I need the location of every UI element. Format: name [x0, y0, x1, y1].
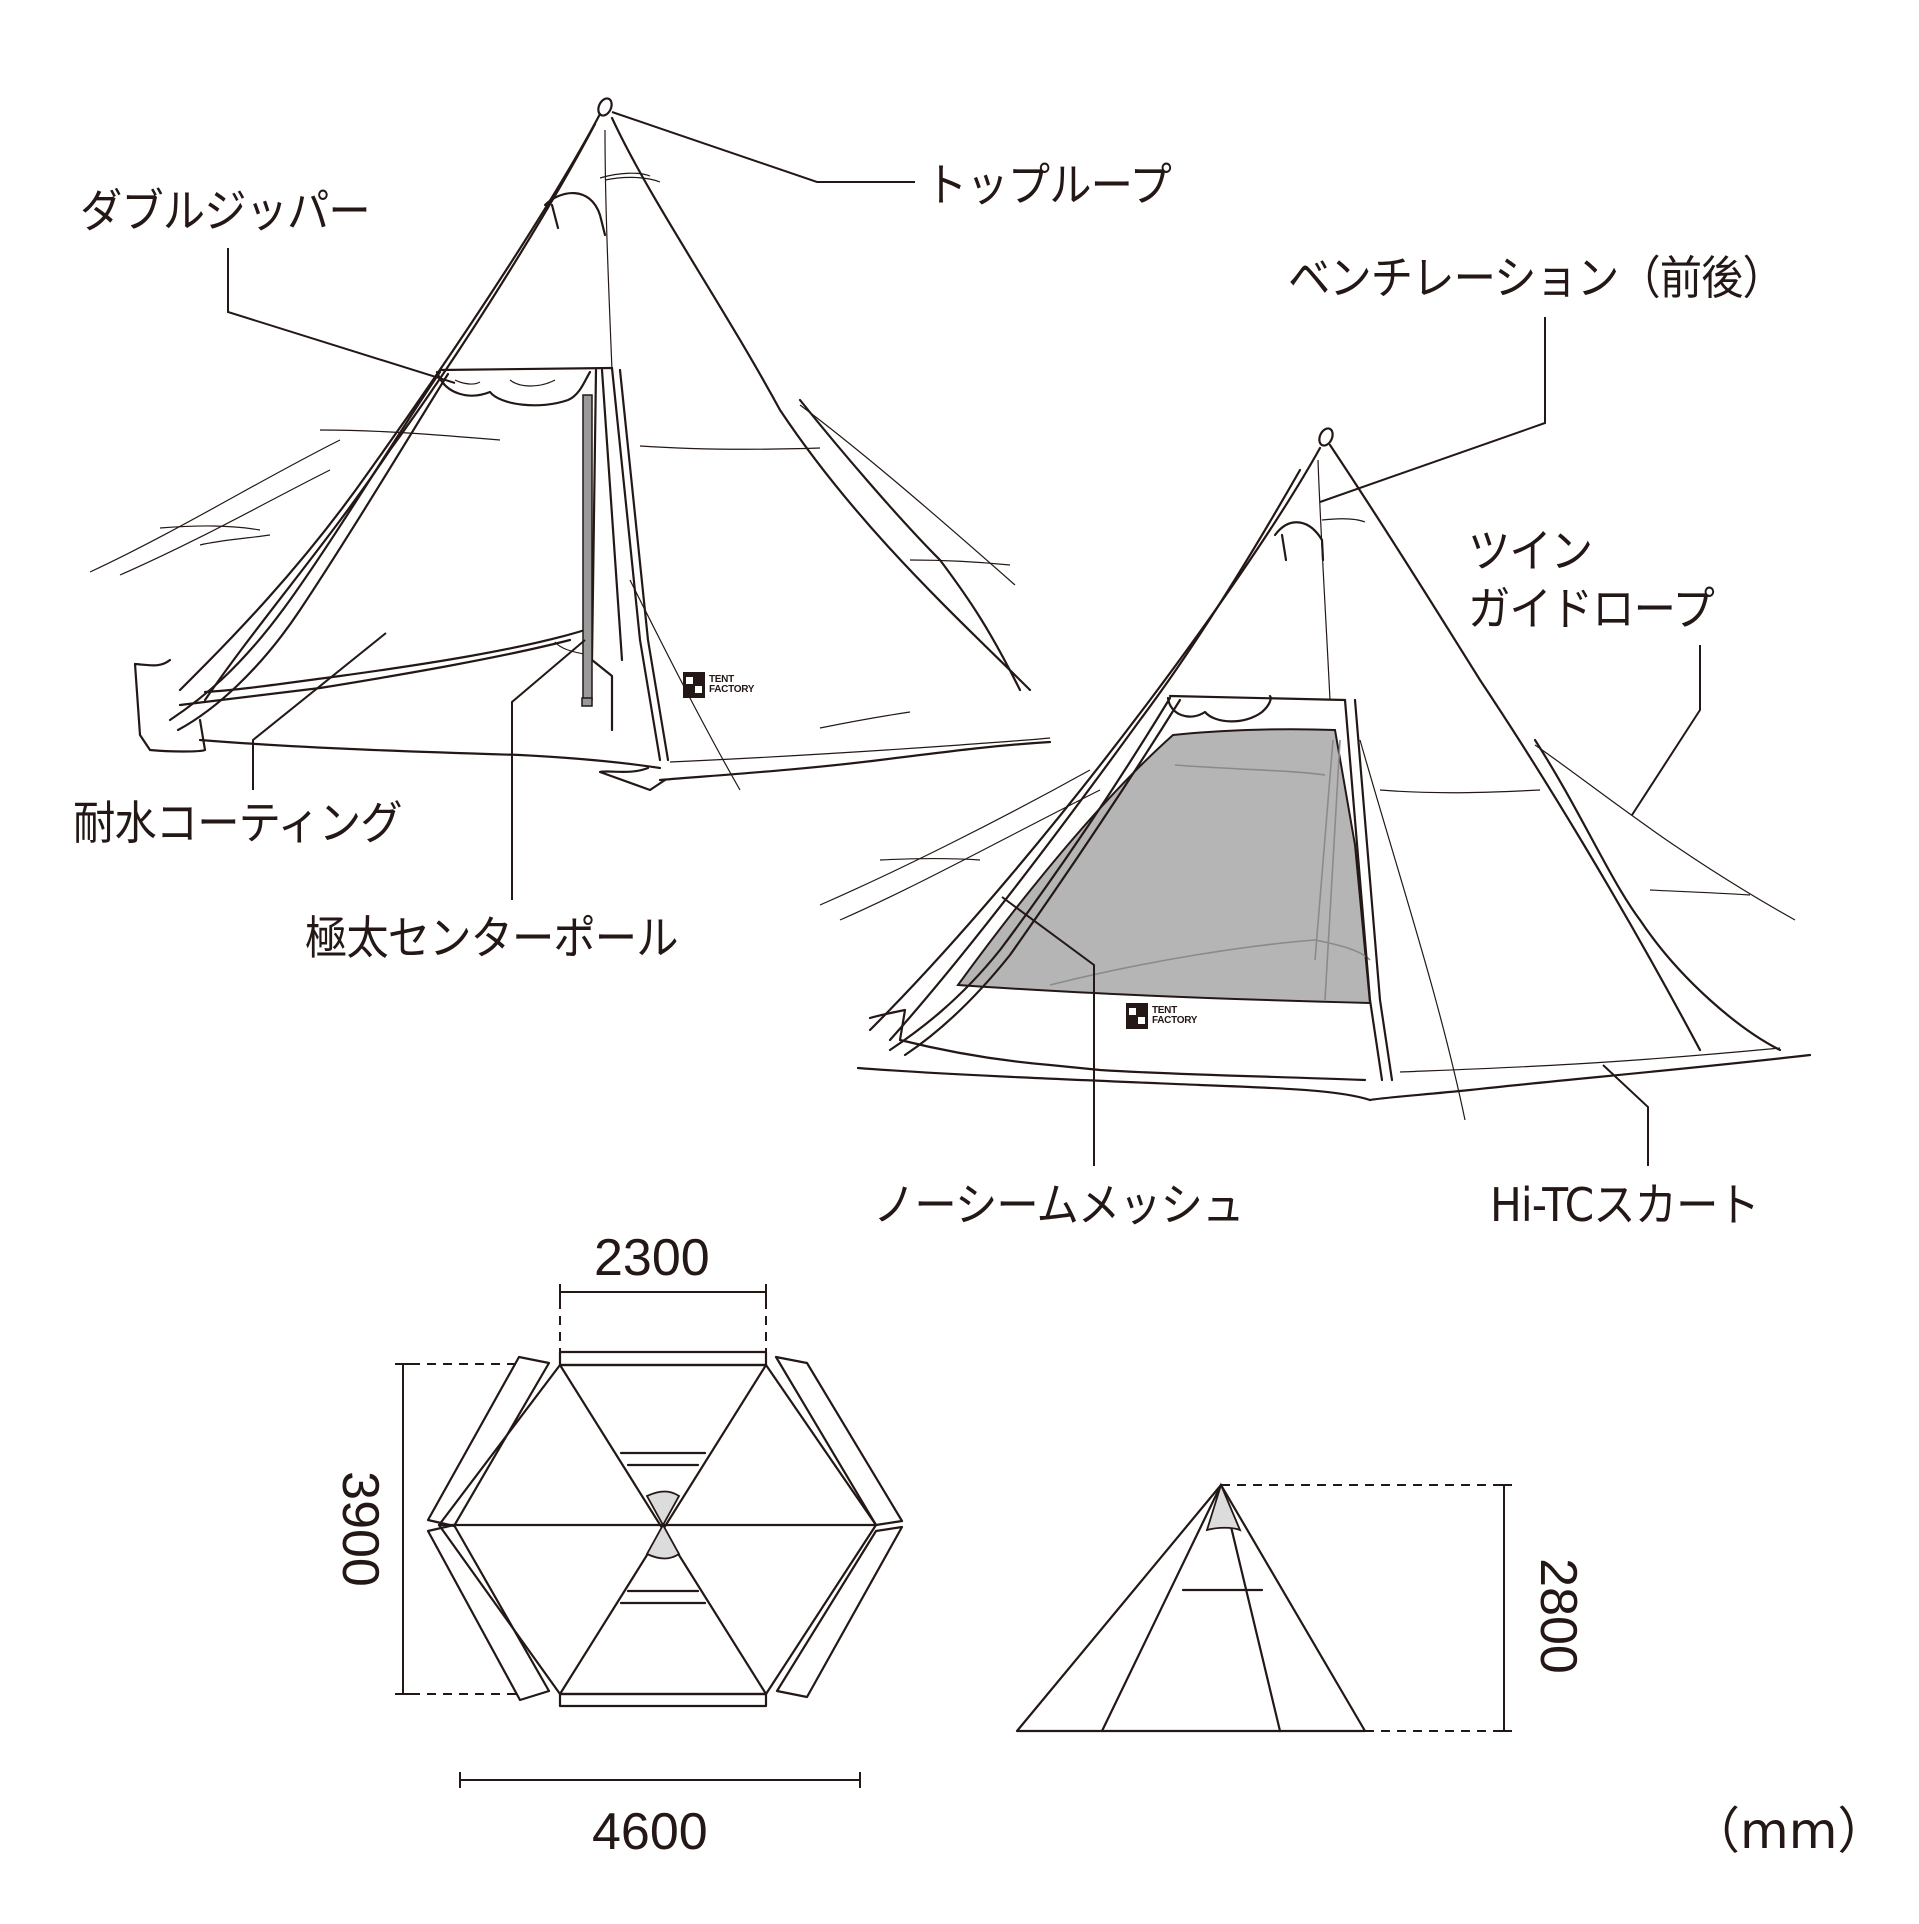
tent-illustration-mesh-door	[819, 427, 1812, 1121]
brand-logo-line2: FACTORY	[709, 684, 755, 695]
dimension-depth: 3900	[330, 1471, 389, 1587]
dimension-height: 2800	[1528, 1558, 1587, 1674]
callout-hi-tc-skirt: Hi-TCスカート	[1490, 1178, 1760, 1232]
tent-illustration-open-door	[89, 97, 1052, 792]
callout-double-zipper: ダブルジッパー	[80, 184, 371, 238]
brand-mark-icon	[683, 672, 705, 698]
brand-logo-line1: TENT	[1152, 1005, 1177, 1016]
side-elevation	[1015, 1482, 1512, 1733]
brand-mark-icon	[1126, 1003, 1148, 1029]
callout-twin-guy-rope-line2: ガイドロープ	[1468, 582, 1715, 636]
callout-top-loop: トップループ	[925, 158, 1172, 212]
callout-ventilation: ベンチレーション（前後）	[1288, 251, 1785, 305]
brand-logo-line1: TENT	[709, 674, 734, 685]
callout-twin-guy-rope-line1: ツイン	[1468, 524, 1593, 578]
dimension-width: 4600	[592, 1803, 708, 1861]
brand-logo-tent-1: TENT FACTORY	[683, 672, 754, 698]
brand-logo-tent-2: TENT FACTORY	[1126, 1003, 1197, 1029]
callout-thick-center-pole: 極太センターポール	[305, 911, 679, 965]
floor-plan-hexagon	[395, 1284, 904, 1788]
dimension-unit: （mm）	[1690, 1802, 1888, 1860]
callout-water-resistant-coating: 耐水コーティング	[73, 796, 403, 850]
brand-logo-line2: FACTORY	[1152, 1015, 1198, 1026]
callout-no-seam-mesh: ノーシームメッシュ	[873, 1178, 1244, 1232]
callout-leader-lines	[227, 111, 1701, 1166]
dimension-top-width: 2300	[594, 1229, 710, 1287]
